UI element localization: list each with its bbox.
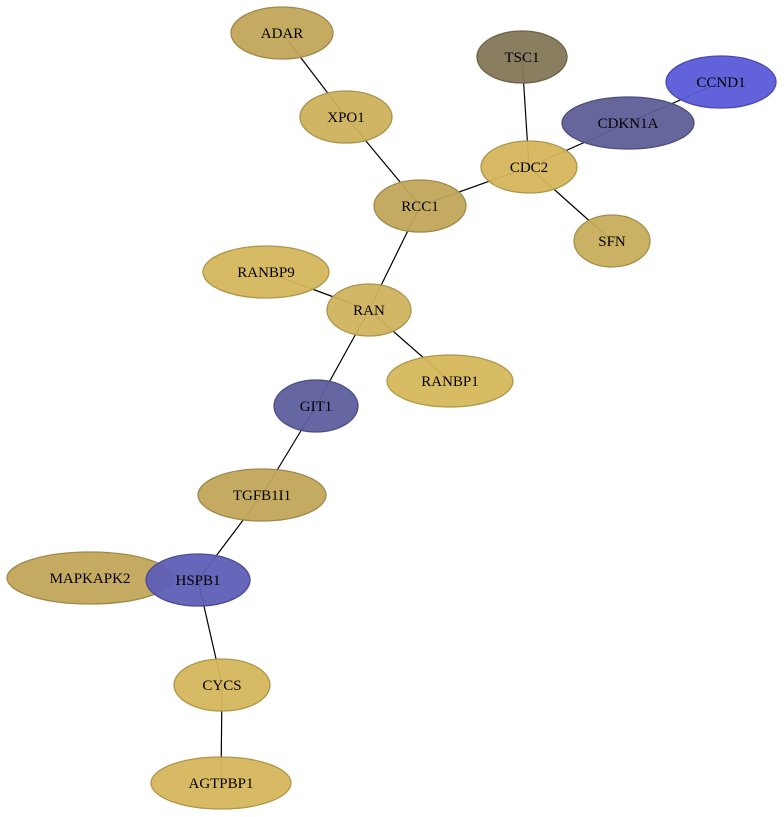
node-cycs-label: CYCS (202, 678, 241, 694)
node-ranbp9-label: RANBP9 (237, 265, 295, 281)
node-xpo1-label: XPO1 (327, 110, 365, 126)
node-ranbp1-label: RANBP1 (421, 374, 479, 390)
node-tsc1[interactable]: TSC1 (476, 30, 568, 84)
node-agtpbp1[interactable]: AGTPBP1 (150, 756, 292, 810)
node-cdc2-ellipse (480, 140, 578, 194)
node-cdkn1a[interactable]: CDKN1A (561, 96, 695, 150)
node-rcc1-ellipse (373, 179, 467, 233)
node-ranbp9[interactable]: RANBP9 (202, 245, 330, 299)
node-ranbp1-ellipse (386, 354, 514, 408)
node-sfn-label: SFN (598, 234, 626, 250)
node-agtpbp1-label: AGTPBP1 (188, 776, 253, 792)
node-ran-label: RAN (353, 303, 385, 319)
node-git1[interactable]: GIT1 (273, 379, 359, 433)
node-tgfb1i1[interactable]: TGFB1I1 (197, 468, 327, 522)
node-adar-ellipse (230, 6, 334, 60)
node-ccnd1-ellipse (665, 55, 777, 109)
node-sfn[interactable]: SFN (573, 214, 651, 268)
node-xpo1-ellipse (299, 90, 393, 144)
node-ran-ellipse (326, 283, 412, 337)
node-tgfb1i1-label: TGFB1I1 (233, 488, 291, 504)
node-ccnd1[interactable]: CCND1 (665, 55, 777, 109)
node-cycs[interactable]: CYCS (173, 658, 271, 712)
node-hspb1-ellipse (145, 553, 251, 607)
node-cycs-ellipse (173, 658, 271, 712)
node-xpo1[interactable]: XPO1 (299, 90, 393, 144)
node-sfn-ellipse (573, 214, 651, 268)
node-agtpbp1-ellipse (150, 756, 292, 810)
node-hspb1[interactable]: HSPB1 (145, 553, 251, 607)
node-ccnd1-label: CCND1 (696, 75, 745, 91)
node-mapkapk2-label: MAPKAPK2 (50, 571, 131, 587)
node-tsc1-ellipse (476, 30, 568, 84)
node-cdc2-label: CDC2 (510, 160, 548, 176)
node-ranbp1[interactable]: RANBP1 (386, 354, 514, 408)
node-cdkn1a-ellipse (561, 96, 695, 150)
node-hspb1-label: HSPB1 (175, 573, 220, 589)
node-cdkn1a-label: CDKN1A (598, 116, 659, 132)
node-adar-label: ADAR (261, 26, 304, 42)
node-tsc1-label: TSC1 (504, 50, 539, 66)
node-rcc1[interactable]: RCC1 (373, 179, 467, 233)
node-git1-label: GIT1 (300, 399, 333, 415)
node-tgfb1i1-ellipse (197, 468, 327, 522)
node-ran[interactable]: RAN (326, 283, 412, 337)
node-git1-ellipse (273, 379, 359, 433)
node-adar[interactable]: ADAR (230, 6, 334, 60)
node-rcc1-label: RCC1 (401, 199, 439, 215)
node-cdc2[interactable]: CDC2 (480, 140, 578, 194)
node-ranbp9-ellipse (202, 245, 330, 299)
